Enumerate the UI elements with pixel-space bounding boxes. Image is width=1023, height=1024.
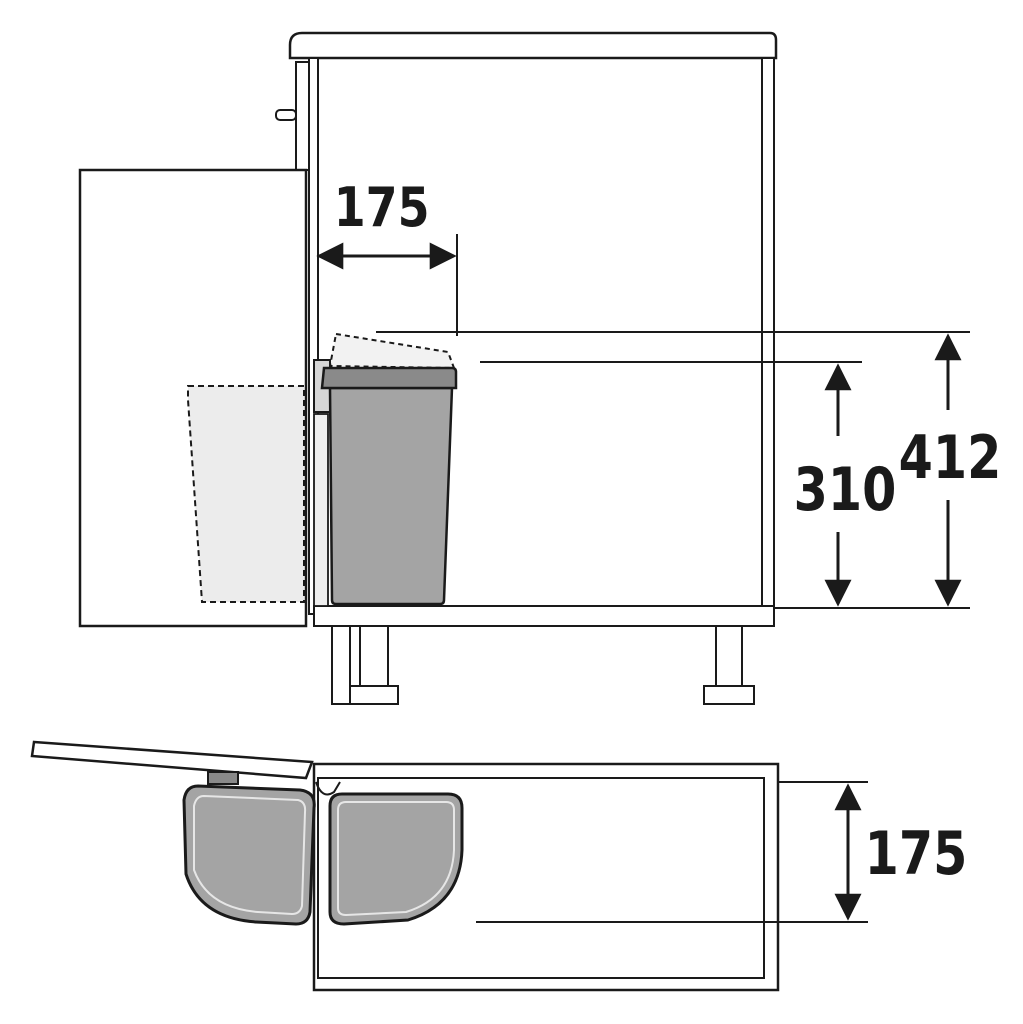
cabinet-right-wall bbox=[761, 57, 775, 627]
dim-cabinet-height-label: 412 bbox=[899, 422, 1002, 492]
plan-bin-left bbox=[182, 784, 316, 926]
plan-bin-left-inner bbox=[193, 794, 307, 916]
plan-bin-right bbox=[328, 792, 464, 926]
plan-bin-right-inner bbox=[337, 801, 455, 917]
side-elevation: 175 310 412 bbox=[78, 31, 1002, 705]
leg-front-left bbox=[331, 625, 351, 705]
upper-side-panel bbox=[295, 61, 311, 171]
dim-top-width-label: 175 bbox=[334, 175, 430, 239]
mounting-bracket-lower bbox=[313, 413, 329, 607]
foot-back-right bbox=[703, 685, 755, 705]
plan-dim-depth-label: 175 bbox=[865, 818, 968, 888]
leg-back-right bbox=[715, 625, 743, 689]
ghost-lid bbox=[328, 332, 456, 370]
foot-front-left bbox=[349, 685, 399, 705]
plan-view: 175 bbox=[30, 740, 968, 992]
bin-lid bbox=[320, 366, 458, 390]
cabinet-bottom bbox=[313, 605, 775, 627]
leg-front-left-inner bbox=[359, 625, 389, 689]
door-knob bbox=[275, 109, 297, 121]
plan-hinge bbox=[207, 771, 239, 785]
ghost-bin-door bbox=[187, 385, 305, 603]
waste-bin bbox=[328, 386, 454, 606]
plan-pivot bbox=[315, 781, 341, 796]
plan-door bbox=[30, 740, 314, 780]
dim-bin-height-label: 310 bbox=[794, 454, 897, 524]
countertop bbox=[288, 31, 778, 60]
